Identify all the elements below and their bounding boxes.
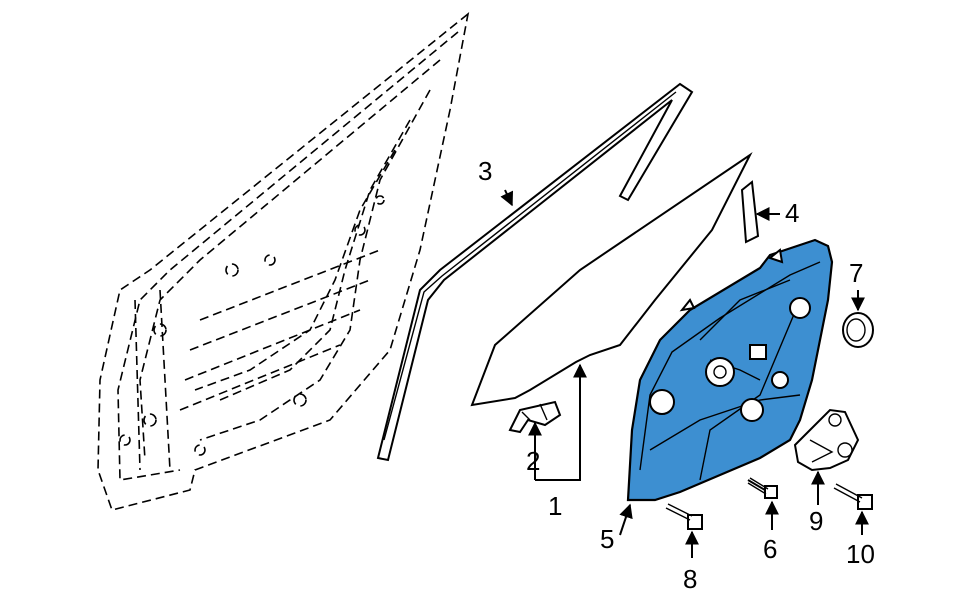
callout-7: 7 <box>849 258 863 288</box>
glass-bracket <box>508 400 562 434</box>
callout-6: 6 <box>763 534 777 564</box>
run-channel <box>376 82 694 462</box>
callout-3: 3 <box>478 156 492 186</box>
bolt-8 <box>665 503 703 530</box>
callout-10: 10 <box>846 539 875 569</box>
grommet <box>842 312 874 348</box>
callout-9: 9 <box>809 506 823 536</box>
bolt-6 <box>747 477 778 499</box>
callout-4: 4 <box>785 198 799 228</box>
door-shell-outline <box>97 12 470 511</box>
seal-strip <box>740 180 760 244</box>
regulator-motor <box>793 408 860 472</box>
leader-lines <box>500 189 869 558</box>
door-glass <box>470 152 753 407</box>
regulator-module <box>626 238 834 502</box>
callout-1: 1 <box>548 491 562 521</box>
bolt-10 <box>833 483 873 510</box>
callout-2: 2 <box>526 446 540 476</box>
callout-5: 5 <box>600 524 614 554</box>
callout-8: 8 <box>683 564 697 594</box>
